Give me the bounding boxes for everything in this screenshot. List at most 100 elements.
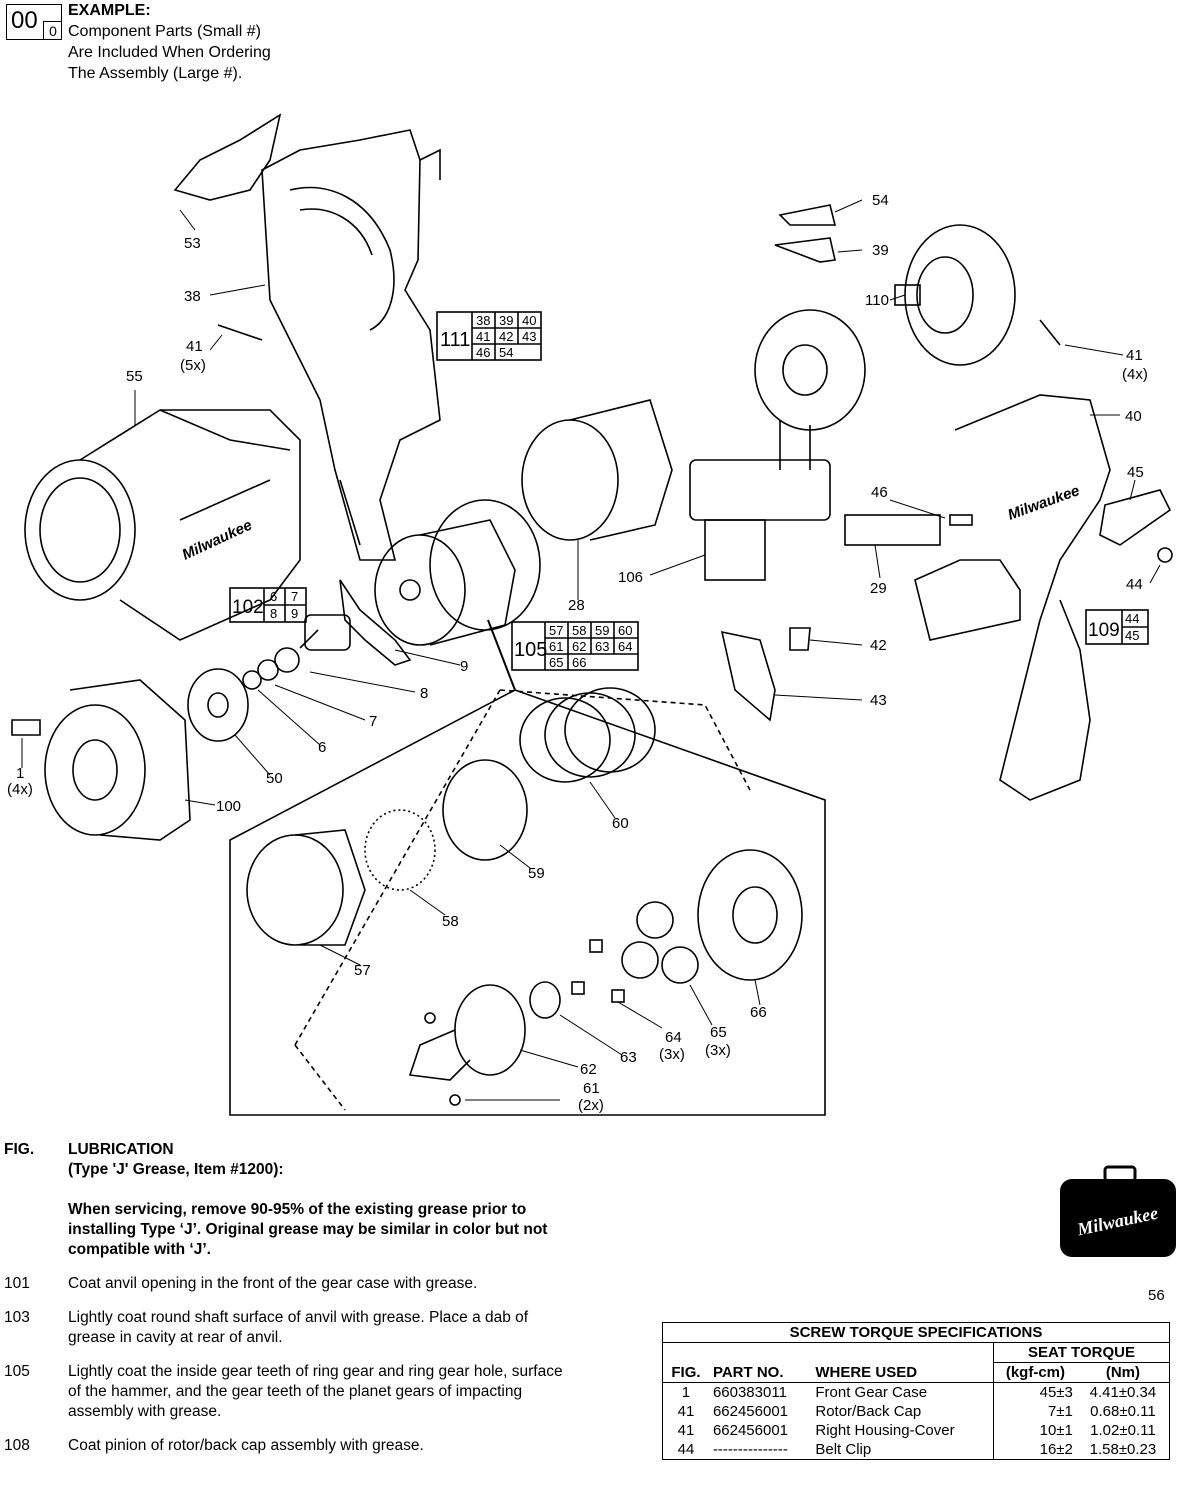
callout: 45 xyxy=(1127,464,1144,481)
lube-item-fig: 105 xyxy=(4,1363,30,1380)
exploded-parts-diagram: Milwaukee xyxy=(7,113,1173,1116)
assembly-part: 62 xyxy=(572,639,586,654)
assembly-part: 42 xyxy=(499,329,513,344)
cell: --------------- xyxy=(712,1441,788,1458)
cell: 7±1 xyxy=(992,1402,1077,1421)
callout: 41 xyxy=(1126,347,1143,364)
rotor-back-cap-part xyxy=(894,224,1016,366)
callout: 58 xyxy=(442,913,459,930)
example-assembly-box: 00 0 xyxy=(6,4,62,40)
assembly-part: 45 xyxy=(1125,628,1139,643)
label-sheet-53 xyxy=(173,113,282,201)
assembly-part: 64 xyxy=(618,639,632,654)
assembly-part: 61 xyxy=(549,639,563,654)
milwaukee-logo-housing: Milwaukee xyxy=(1006,482,1082,524)
assembly-part: 66 xyxy=(572,655,586,670)
callout: 38 xyxy=(184,288,201,305)
washer-50-hole xyxy=(207,692,229,718)
callout: 29 xyxy=(870,580,887,597)
callout: 54 xyxy=(872,192,889,209)
table-row: 41 662456001 Right Housing-Cover 10±1 1.… xyxy=(663,1421,1170,1440)
callout: 60 xyxy=(612,815,629,832)
callout: 7 xyxy=(369,713,377,730)
callout: 61 xyxy=(583,1080,600,1097)
assembly-part: 43 xyxy=(522,329,536,344)
col-nm: (Nm) xyxy=(1076,1362,1170,1383)
lubrication-section: FIG. LUBRICATION (Type 'J' Grease, Item … xyxy=(4,1140,564,1456)
screw-41-right xyxy=(1039,319,1061,346)
assembly-part: 54 xyxy=(499,345,513,360)
screw-torque-table: SCREW TORQUE SPECIFICATIONS SEAT TORQUE … xyxy=(662,1322,1170,1460)
callout: (2x) xyxy=(578,1097,604,1114)
cell: 44 xyxy=(677,1441,695,1458)
screw-41-left xyxy=(217,324,263,341)
cell: 10±1 xyxy=(992,1421,1077,1440)
assembly-part: 44 xyxy=(1125,611,1139,626)
cell: 16±2 xyxy=(992,1440,1077,1460)
col-kgf-cm: (kgf-cm) xyxy=(992,1362,1077,1383)
cell: Belt Clip xyxy=(815,1441,872,1458)
cell: 1.58±0.23 xyxy=(1089,1441,1157,1458)
lube-item: 103 Lightly coat round shaft surface of … xyxy=(4,1308,564,1348)
assembly-111: 111 38 39 40 41 42 43 46 54 xyxy=(436,311,542,361)
torque-table-title: SCREW TORQUE SPECIFICATIONS xyxy=(662,1322,1170,1343)
callout: 41 xyxy=(186,338,203,355)
assembly-part: 7 xyxy=(291,589,298,604)
assembly-part: 65 xyxy=(549,655,563,670)
lube-item-fig: 108 xyxy=(4,1437,30,1454)
col-part-no: PART NO. xyxy=(708,1362,812,1383)
assembly-102: 102 6 7 8 9 xyxy=(229,587,307,623)
cell: 41 xyxy=(677,1403,695,1420)
assembly-109: 109 44 45 xyxy=(1085,609,1149,645)
impact-mechanism-part xyxy=(374,499,541,646)
cell: Front Gear Case xyxy=(815,1384,928,1401)
lube-item: 101 Coat anvil opening in the front of t… xyxy=(4,1274,564,1294)
assembly-number: 102 xyxy=(232,597,264,618)
callout: (4x) xyxy=(7,781,33,798)
assembly-number: 111 xyxy=(440,329,470,351)
ring-28 xyxy=(521,399,673,541)
screw-44 xyxy=(1157,547,1173,563)
callout: 39 xyxy=(872,242,889,259)
cell: 41 xyxy=(677,1422,695,1439)
detail-inset-frame xyxy=(229,689,826,1116)
lube-header: FIG. LUBRICATION (Type 'J' Grease, Item … xyxy=(4,1140,564,1180)
example-legend: EXAMPLE: Component Parts (Small #) Are I… xyxy=(68,0,271,84)
pin-64c xyxy=(611,989,625,1003)
col-where-used: WHERE USED xyxy=(811,1362,994,1383)
callout: 8 xyxy=(420,685,428,702)
lube-item: 105 Lightly coat the inside gear teeth o… xyxy=(4,1362,564,1422)
lube-item-text: Lightly coat the inside gear teeth of ri… xyxy=(68,1363,563,1420)
callout: (5x) xyxy=(180,357,206,374)
ball-61a xyxy=(424,1012,436,1024)
lube-warning: When servicing, remove 90-95% of the exi… xyxy=(68,1201,548,1258)
assembly-part: 40 xyxy=(522,313,536,328)
screw-1 xyxy=(11,719,41,736)
anvil-part xyxy=(299,579,412,666)
lube-item-fig: 101 xyxy=(4,1275,30,1292)
cell: 662456001 xyxy=(712,1422,789,1439)
lube-subtitle: (Type 'J' Grease, Item #1200): xyxy=(68,1161,284,1178)
callout: 42 xyxy=(870,637,887,654)
detail-dashed-frame xyxy=(294,689,751,1111)
part-54 xyxy=(778,204,837,226)
cell: 660383011 xyxy=(712,1384,787,1401)
callout: 66 xyxy=(750,1004,767,1021)
callout-labels: 53 38 41 (5x) 55 54 39 110 41 (4x) 40 45… xyxy=(7,192,1148,1114)
callout: 28 xyxy=(568,597,585,614)
assembly-part: 39 xyxy=(499,313,513,328)
cell: 4.41±0.34 xyxy=(1089,1384,1157,1401)
callout: 100 xyxy=(216,798,241,815)
callout: 46 xyxy=(871,484,888,501)
part-39 xyxy=(774,237,836,263)
callout: 43 xyxy=(870,692,887,709)
assembly-part: 58 xyxy=(572,623,586,638)
lube-item-text: Coat anvil opening in the front of the g… xyxy=(68,1275,478,1292)
example-title: EXAMPLE: xyxy=(68,2,151,19)
callout: 62 xyxy=(580,1061,597,1078)
assembly-part: 60 xyxy=(618,623,632,638)
o-ring-7 xyxy=(257,659,279,681)
assembly-part: 46 xyxy=(476,345,490,360)
callout: 50 xyxy=(266,770,283,787)
cell: Rotor/Back Cap xyxy=(815,1403,922,1420)
